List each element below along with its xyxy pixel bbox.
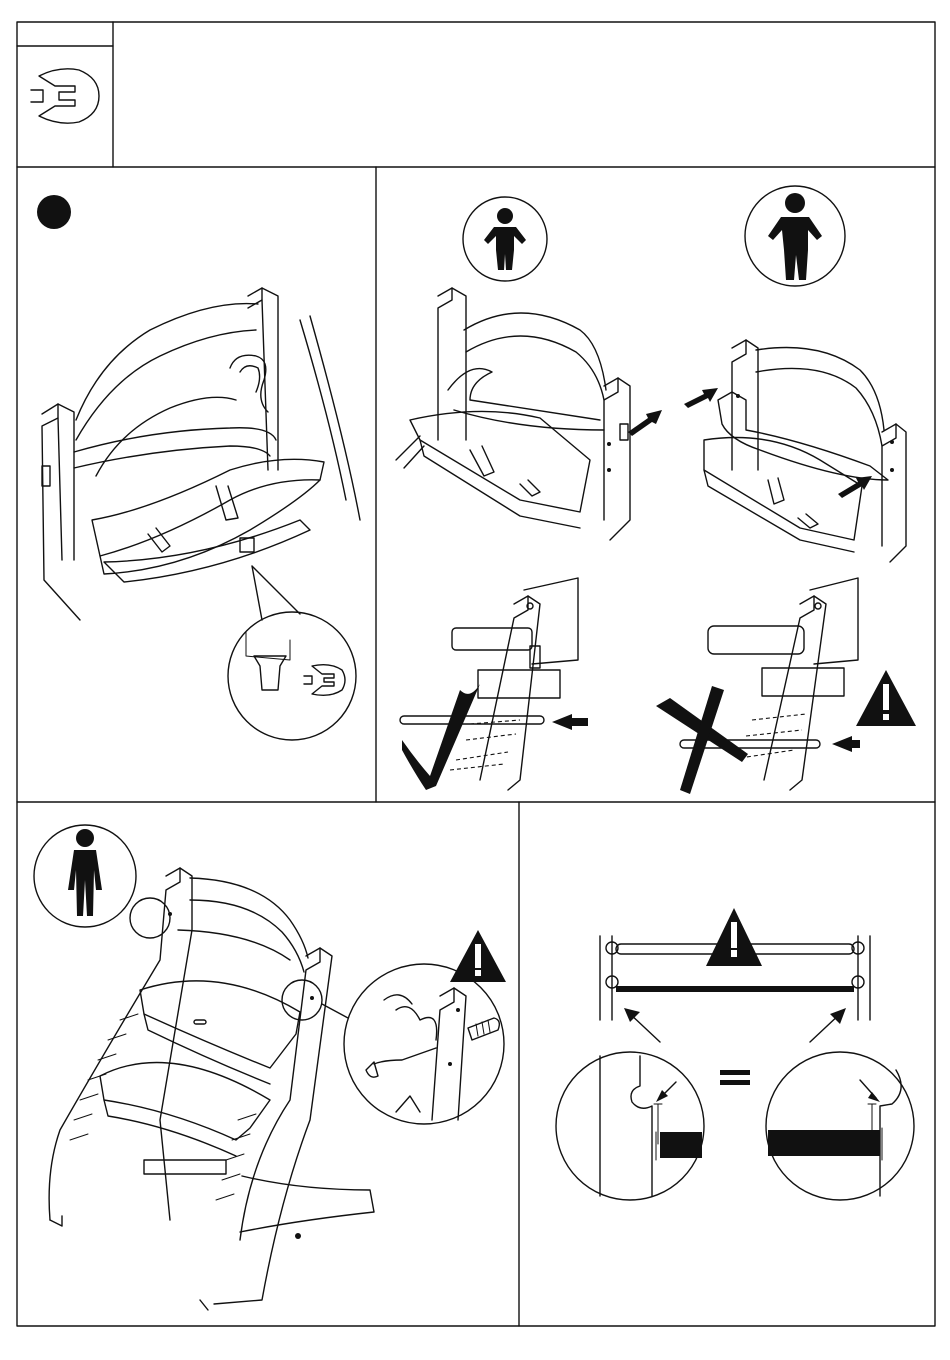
incorrect-mounting-detail xyxy=(656,578,916,794)
rail-alignment-diagram xyxy=(600,908,870,1042)
baby-icon xyxy=(463,197,547,281)
arrow-correct xyxy=(552,714,588,730)
chair-with-baby-ring-illustration xyxy=(42,288,360,620)
seat-insert-detail-callout xyxy=(228,566,356,740)
adult-icon xyxy=(34,825,136,927)
panel-2 xyxy=(396,186,916,794)
panel-3 xyxy=(34,825,506,1310)
left-detail-callout xyxy=(556,1052,704,1200)
arrow-right-out xyxy=(684,388,718,408)
seat-insert-small-icon xyxy=(304,665,345,696)
panel-4 xyxy=(556,908,914,1200)
chair-small-position xyxy=(396,288,662,540)
correct-mounting-detail xyxy=(400,578,588,790)
step-marker xyxy=(37,195,71,229)
bolt-detail-callout xyxy=(344,930,506,1124)
chair-large-position xyxy=(684,340,906,562)
check-mark-icon xyxy=(402,684,480,790)
toddler-icon xyxy=(745,186,845,286)
equals-icon xyxy=(720,1070,750,1085)
arrow-inward xyxy=(838,476,872,498)
chair-adult-position xyxy=(49,868,374,1310)
right-detail-callout xyxy=(766,1052,914,1200)
panel-1 xyxy=(37,195,360,740)
arrow-wrong xyxy=(832,736,860,752)
arrow-left-in xyxy=(628,410,662,436)
header-seat-insert-icon xyxy=(31,69,99,123)
